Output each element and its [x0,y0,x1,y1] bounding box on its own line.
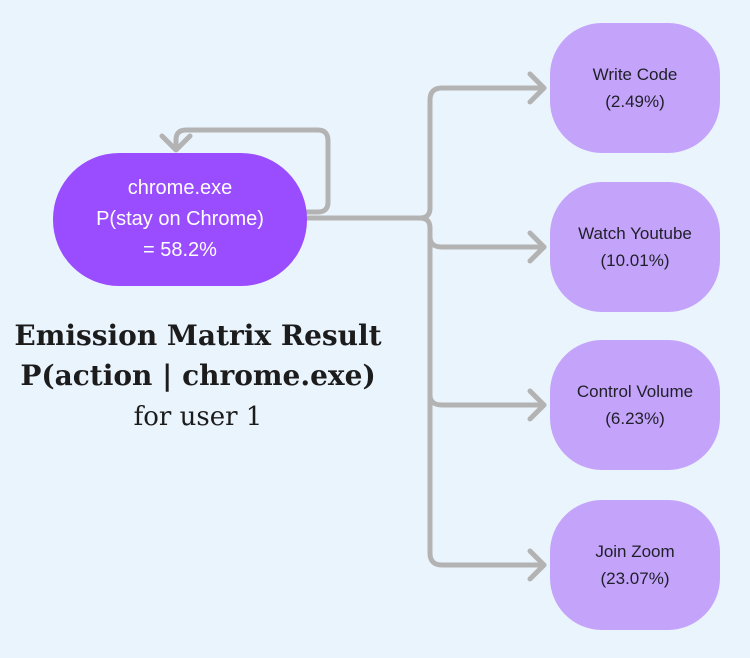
action-probability: (2.49%) [605,92,665,111]
source-stay-label: P(stay on Chrome) [96,208,264,230]
action-node-join-zoom: Join Zoom (23.07%) [550,500,720,630]
action-probability: (10.01%) [600,251,670,270]
branch-join-zoom [427,392,547,568]
self-loop-arrow [173,127,331,215]
branch-control-volume [427,225,547,408]
caption-title-line-1: Emission Matrix Result [14,319,382,352]
arrowhead-write-code [527,71,547,105]
source-stay-probability: = 58.2% [143,239,217,261]
action-node-control-volume: Control Volume (6.23%) [550,340,720,470]
action-node-watch-youtube: Watch Youtube (10.01%) [550,182,720,312]
action-label: Control Volume [576,382,694,401]
action-probability: (23.07%) [600,569,670,588]
branch-watch-youtube [417,215,547,250]
diagram-caption: Emission Matrix Result P(action | chrome… [0,316,396,438]
action-label: Write Code [592,65,678,84]
arrowhead-control-volume [527,388,547,422]
action-label: Watch Youtube [578,224,692,243]
source-state-node: chrome.exe P(stay on Chrome) = 58.2% [53,153,307,286]
source-state-name: chrome.exe [127,177,233,199]
arrowhead-join-zoom [527,548,547,582]
arrowhead-watch-youtube [527,230,547,264]
caption-subtitle: for user 1 [133,402,263,432]
branch-write-code [417,85,547,221]
caption-title-line-2: P(action | chrome.exe) [20,359,376,392]
action-label: Join Zoom [595,542,675,561]
self-loop-arrowhead [159,133,193,153]
action-node-write-code: Write Code (2.49%) [550,23,720,153]
action-probability: (6.23%) [605,409,665,428]
